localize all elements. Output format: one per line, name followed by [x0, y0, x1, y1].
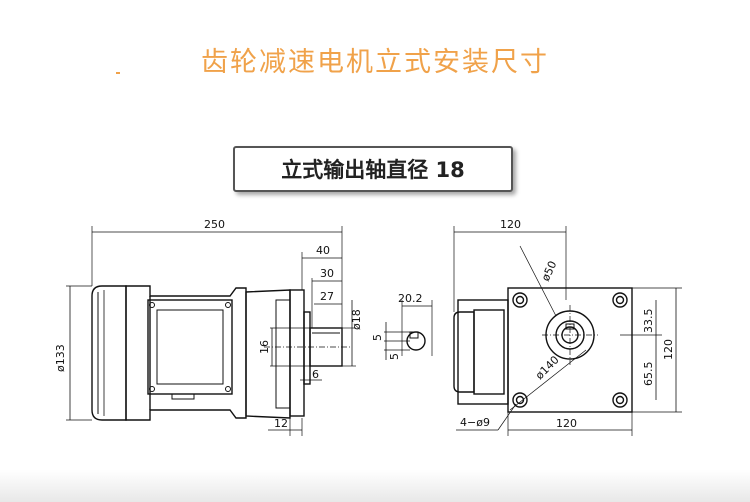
dim-top-width: 120 — [500, 218, 521, 231]
dim-6: 6 — [312, 368, 319, 381]
dim-bottom-width: 120 — [556, 417, 577, 430]
output-shaft — [309, 327, 343, 367]
motor-side-view — [66, 226, 356, 436]
dim-pcd: ø140 — [533, 353, 562, 382]
dim-holes: 4−ø9 — [460, 416, 490, 429]
dim-flange-40: 40 — [316, 244, 330, 257]
dim-flange-27: 27 — [320, 290, 334, 303]
fan-cover — [91, 285, 127, 421]
dim-16: 16 — [258, 340, 271, 354]
dim-flange-30: 30 — [320, 267, 334, 280]
dim-key-5a: 5 — [371, 334, 384, 341]
output-flange — [289, 289, 305, 417]
dim-key-width: 20.2 — [398, 292, 423, 305]
decorative-dot — [116, 72, 120, 74]
dim-33-5: 33.5 — [642, 309, 655, 334]
dim-key-5b: 5 — [388, 353, 401, 360]
dim-height-diameter: ø133 — [54, 344, 67, 372]
dim-pilot-diameter: ø50 — [539, 259, 560, 283]
shaft-key-section — [384, 300, 433, 360]
dim-shaft-diameter: ø18 — [350, 309, 363, 330]
dim-right-120: 120 — [662, 339, 675, 360]
terminal-box — [147, 299, 233, 395]
subtitle-box: 立式输出轴直径 18 — [233, 146, 513, 192]
dim-65-5: 65.5 — [642, 362, 655, 387]
page-title: 齿轮减速电机立式安装尺寸 — [201, 47, 549, 78]
motor-body — [125, 285, 247, 421]
motor-front-view — [453, 226, 682, 436]
mount-flange — [507, 287, 633, 413]
subtitle: 立式输出轴直径 18 — [281, 158, 465, 182]
dim-total-length: 250 — [204, 218, 225, 231]
dim-12: 12 — [274, 417, 288, 430]
footer-bar — [0, 470, 750, 502]
